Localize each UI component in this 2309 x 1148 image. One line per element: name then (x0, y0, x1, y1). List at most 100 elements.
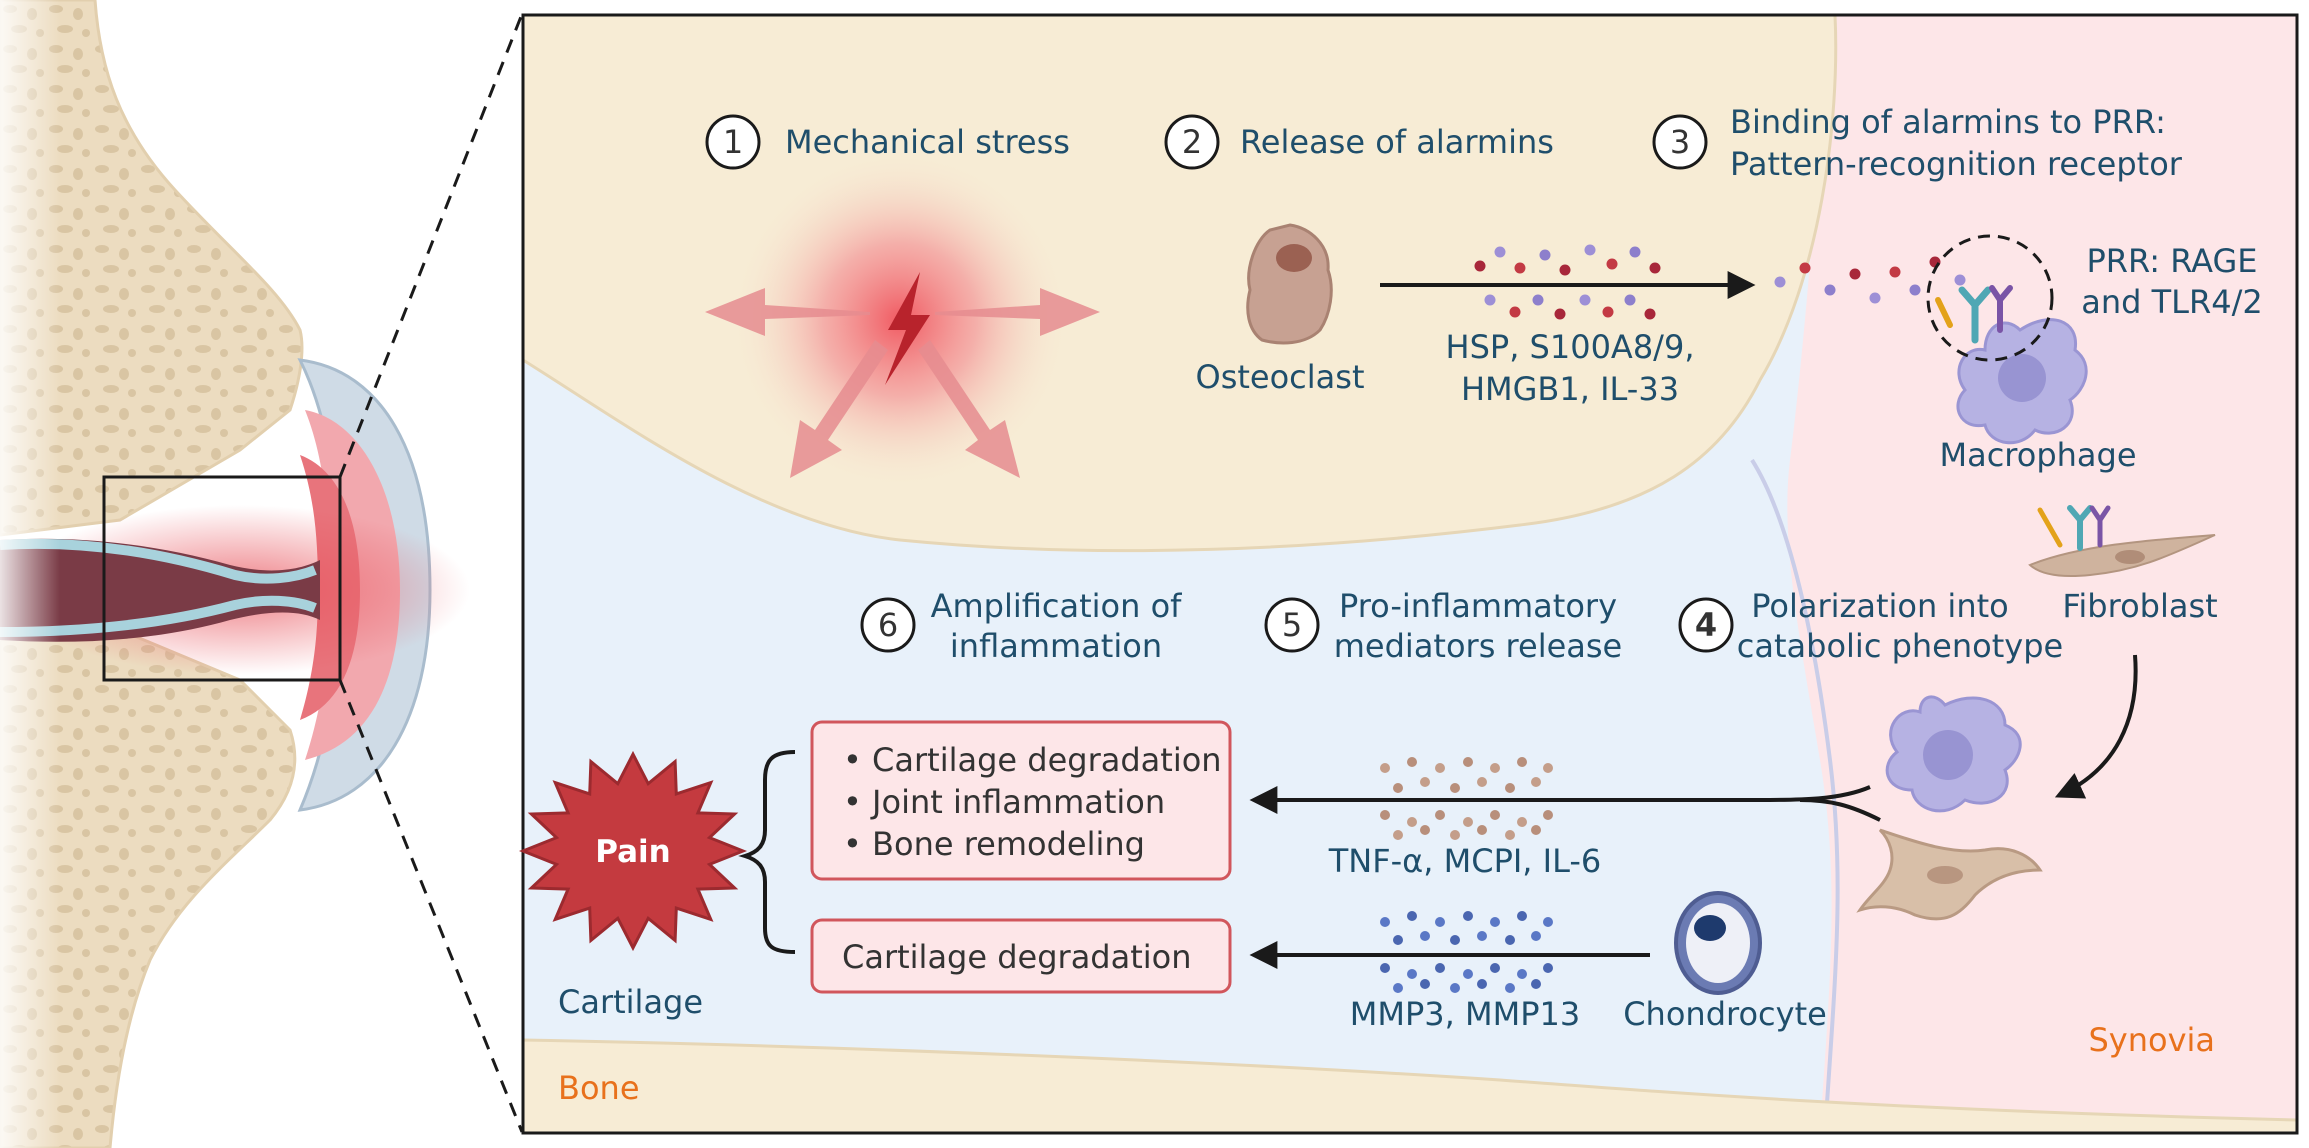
cytokine-dot (1531, 777, 1541, 787)
cytokine-dot (1543, 810, 1553, 820)
mmp-dot (1450, 935, 1460, 945)
step-5-label-line-1: Pro-inflammatory (1339, 587, 1617, 625)
step-badge-5 (1264, 597, 1320, 653)
mmp-dot (1531, 931, 1541, 941)
mmp-dot (1393, 983, 1403, 993)
effects-item-1: • Cartilage degradation (843, 741, 1222, 779)
cytokine-dot (1477, 777, 1487, 787)
polarized-macrophage-icon (1885, 695, 2022, 813)
fibroblast-label: Fibroblast (2062, 587, 2217, 625)
cytokine-dots (1380, 757, 1553, 840)
cytokine-dot (1517, 817, 1527, 827)
alarmin-dot (1539, 249, 1551, 261)
alarmin-dot (1774, 276, 1786, 288)
cytokine-dot (1477, 825, 1487, 835)
step-6-label-line-1: Amplification of (931, 587, 1183, 625)
mmp-dot (1505, 983, 1515, 993)
cytokine-dot (1463, 817, 1473, 827)
stress-arrow-left (705, 288, 870, 336)
mmp-dot (1543, 963, 1553, 973)
step-number-5: 5 (1282, 606, 1302, 644)
mmp-dot (1505, 935, 1515, 945)
region-bone-label: Bone (558, 1069, 640, 1107)
cytokine-dot (1531, 825, 1541, 835)
polarized-fibroblast-icon (1856, 828, 2043, 921)
alarmin-dot (1849, 268, 1861, 280)
mmp-dot (1393, 935, 1403, 945)
region-cartilage-label: Cartilage (558, 983, 703, 1021)
step-number-1: 1 (723, 123, 743, 161)
alarmin-dot (1484, 294, 1496, 306)
cytokine-dot (1505, 830, 1515, 840)
mmp-dot (1420, 931, 1430, 941)
cytokine-dot (1505, 783, 1515, 793)
alarmin-dot (1532, 294, 1544, 306)
step-3-label-line-1: Binding of alarmins to PRR: (1730, 103, 2166, 141)
step-4-label-line-2: catabolic phenotype (1737, 627, 2063, 665)
mmp-dot (1477, 931, 1487, 941)
cytokine-dot (1393, 830, 1403, 840)
cytokine-dot (1450, 783, 1460, 793)
zoom-box (102, 475, 342, 682)
alarmin-dot (1559, 264, 1571, 276)
mmp-dot (1517, 911, 1527, 921)
joint-illustration (0, 0, 470, 1148)
alarmin-dot (1509, 306, 1521, 318)
polarization-arrow (2054, 654, 2138, 799)
prr-receptor-icon (1935, 285, 2013, 344)
prr-highlight-circle (1926, 234, 2054, 362)
prr-label-line-2: and TLR4/2 (2081, 283, 2262, 321)
step-number-3: 3 (1670, 123, 1690, 161)
alarmin-dot (1824, 284, 1836, 296)
step-badges (705, 114, 1734, 653)
mmp-dot (1490, 917, 1500, 927)
upper-bone (0, 0, 304, 537)
cytokine-dot (1517, 757, 1527, 767)
cytokine-dot (1435, 810, 1445, 820)
chondrocyte-cell-icon (1674, 891, 1762, 995)
step-badge-6 (860, 597, 916, 653)
cytokine-dot (1543, 763, 1553, 773)
step-6-label-line-2: inflammation (950, 627, 1162, 665)
cytokine-arrow-branch (1799, 798, 1881, 822)
alarmin-dot (1602, 306, 1614, 318)
alarmin-dot (1909, 284, 1921, 296)
step-number-2: 2 (1182, 123, 1202, 161)
bone-region-bottom (523, 1038, 2297, 1133)
mmp-dot (1407, 969, 1417, 979)
alarmin-dot (1474, 260, 1486, 272)
effect-box-2-text: Cartilage degradation (842, 938, 1192, 976)
step-3-label-line-2: Pattern-recognition receptor (1730, 145, 2183, 183)
region-synovia-label: Synovia (2088, 1021, 2215, 1059)
alarmin-dots (1474, 244, 1966, 320)
cytokine-dot (1380, 763, 1390, 773)
mmp-dot (1380, 963, 1390, 973)
alarmin-dot (1624, 294, 1636, 306)
edge-fade (0, 0, 60, 1148)
mmps-label: MMP3, MMP13 (1350, 995, 1580, 1033)
stress-arrow-lower-left (790, 340, 888, 478)
step-2-label: Release of alarmins (1240, 123, 1554, 161)
mmp-dot (1420, 979, 1430, 989)
cytokine-dot (1420, 825, 1430, 835)
mmp-dots (1380, 911, 1553, 993)
alarmin-dot (1644, 308, 1656, 320)
mmp-dot (1490, 963, 1500, 973)
mmp-dot (1380, 917, 1390, 927)
alarmins-label-line-2: HMGB1, IL-33 (1461, 370, 1679, 408)
step-1-label: Mechanical stress (785, 123, 1070, 161)
joint-space (0, 538, 320, 642)
mmp-dot (1463, 911, 1473, 921)
chondrocyte-label: Chondrocyte (1623, 995, 1827, 1033)
alarmins-label-line-1: HSP, S100A8/9, (1446, 328, 1695, 366)
mmp-dot (1531, 979, 1541, 989)
cytokine-dot (1420, 777, 1430, 787)
lightning-bolt-icon (885, 272, 930, 385)
mmp-dot (1517, 969, 1527, 979)
cytokine-dot (1407, 817, 1417, 827)
alarmin-dot (1584, 244, 1596, 256)
step-badge-4 (1678, 597, 1734, 653)
effect-box-2 (810, 918, 1232, 994)
cytokine-dot (1490, 763, 1500, 773)
alarmin-dot (1954, 274, 1966, 286)
